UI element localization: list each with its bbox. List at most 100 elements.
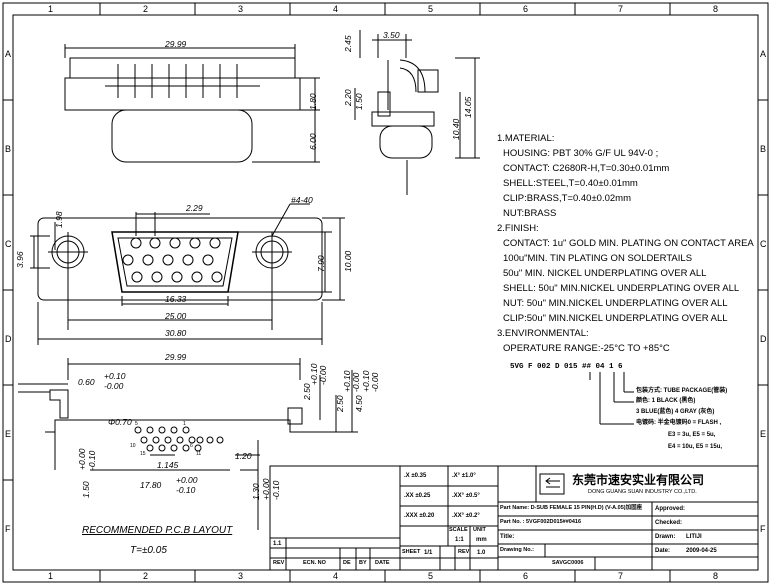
date-label: Date: [655, 548, 671, 554]
sheet-value: 1/1 [424, 550, 433, 556]
dim-pcb-left-tol-minus: -0.10 [87, 450, 97, 470]
col-label-7: 7 [618, 4, 624, 14]
scale-value: 1:1 [455, 537, 464, 543]
drawing-no-label: Drawing No.: [500, 547, 534, 553]
pcb-tolerance: T=±0.05 [130, 545, 167, 556]
pcb-layout-title: RECOMMENDED P.C.B LAYOUT [82, 525, 233, 536]
col-label-1: 1 [48, 4, 54, 14]
col-label-8: 8 [713, 4, 719, 14]
part-name: Part Name: D-SUB FEMALE 15 PIN(H.D) (V-A… [500, 505, 643, 511]
col-label-6-bottom: 6 [523, 571, 529, 581]
note-line: 1.MATERIAL: [497, 133, 555, 144]
note-line: 50u" MIN. NICKEL UNDERPLATING OVER ALL [503, 268, 707, 279]
note-line: CONTACT: C2680R-H,T=0.30±0.01mm [503, 163, 670, 174]
pin-num-10: 10 [130, 443, 136, 449]
dim-pcb-d2: 1.30 [251, 483, 261, 500]
checked-label: Checked: [655, 520, 683, 526]
row-label-c-right: C [760, 239, 767, 249]
dim-pcb-v1-tol-minus: -0.00 [318, 365, 328, 385]
company-logo [539, 473, 565, 495]
row-label-b: B [5, 144, 12, 154]
row-label-a: A [5, 49, 12, 59]
front-hole-callout: #4-40 [291, 195, 313, 205]
tol-1b: .X° ±1.0° [452, 473, 476, 479]
row-label-f-right: F [760, 524, 766, 534]
col-label-1-bottom: 1 [48, 571, 54, 581]
note-line: SHELL: 50u" MIN.NICKEL UNDERPLATING OVER… [503, 283, 740, 294]
col-label-2-bottom: 2 [143, 571, 149, 581]
dim-pcb-span: 17.80 [140, 480, 162, 490]
rev-header-ecn: ECN. NO [303, 560, 326, 566]
note-line: 100u"MIN. TIN PLATING ON SOLDERTAILS [503, 253, 693, 264]
row-label-e-right: E [760, 429, 767, 439]
dim-pcb-v3: 4.50 [354, 395, 364, 412]
dim-pcb-off1-tol-minus: -0.00 [104, 381, 124, 391]
col-label-5-bottom: 5 [428, 571, 434, 581]
dim-pcb-v3-tol-minus: -0.00 [370, 372, 380, 392]
dim-pcb-d1: 1.20 [235, 451, 252, 461]
dim-right-d6: 14.05 [463, 96, 473, 118]
tol-3: .XXX ±0.20 [404, 513, 435, 519]
row-label-b-right: B [760, 144, 767, 154]
rev-header-by: BY [359, 560, 367, 566]
dim-pcb-span-tol-minus: -0.10 [176, 485, 196, 495]
dim-pcb-left-tol-plus: +0.00 [77, 448, 87, 470]
dim-front-w1: 16.33 [165, 294, 187, 304]
front-view [30, 203, 345, 345]
dim-pcb-d2-tol-minus: -0.10 [271, 480, 281, 500]
dim-pcb-v2: 2.50 [335, 395, 345, 412]
rev-label: REV: [458, 549, 471, 555]
dim-front-h-inner: 7.90 [316, 255, 326, 272]
note-line: SHELL:STEEL,T=0.40±0.01mm [503, 178, 638, 189]
dim-pcb-width: 29.99 [165, 352, 187, 362]
pin-num-15: 15 [140, 451, 146, 457]
dim-side-width: 29.99 [165, 39, 187, 49]
tol-1: .X ±0.35 [404, 473, 427, 479]
col-label-8-bottom: 8 [713, 571, 719, 581]
col-label-3: 3 [238, 4, 244, 14]
rev-row-1: 1.1 [273, 541, 282, 547]
dim-pcb-off1-tol-plus: +0.10 [104, 371, 126, 381]
part-no: Part No. : 5VGF002D015##0416 [500, 519, 582, 525]
tol-2b: .XX° ±0.5° [452, 493, 480, 499]
company-name: 东莞市速安实业有限公司 [572, 473, 705, 487]
row-label-a-right: A [760, 49, 767, 59]
dim-front-h-outer: 10.00 [343, 250, 353, 272]
pcb-view [18, 358, 358, 530]
dim-pcb-v2-tol-minus: -0.00 [351, 372, 361, 392]
drawn-label: Drawn: [655, 534, 676, 540]
col-label-7-bottom: 7 [618, 571, 624, 581]
dim-side-h2: 6.00 [308, 133, 318, 150]
approved-label: Approved: [655, 506, 685, 512]
note-line: OPERATURE RANGE:-25°C TO +85°C [503, 343, 670, 354]
note-line: CLIP:50u" MIN.NICKEL UNDERPLATING OVER A… [503, 313, 728, 324]
dim-right-d3: 2.20 [343, 89, 353, 106]
unit-value: mm [476, 537, 487, 543]
dim-front-pitch: 2.29 [186, 203, 203, 213]
pin-num-11: 11 [196, 451, 202, 457]
dim-pcb-off1: 0.60 [78, 377, 95, 387]
note-line: NUT:BRASS [503, 208, 557, 219]
part-code-line3: 3 BLUE(蓝色) 4 GRAY (灰色) [636, 409, 715, 415]
side-view [64, 44, 320, 163]
dim-right-d5: 10.40 [451, 118, 461, 140]
tol-3b: .XX° ±0.2° [452, 513, 480, 519]
dim-front-w3: 30.80 [165, 328, 187, 338]
scale-label: SCALE [449, 527, 468, 533]
note-line: CONTACT: 1u" GOLD MIN. PLATING ON CONTAC… [503, 238, 754, 249]
unit-label: UNIT [473, 527, 486, 533]
col-label-2: 2 [143, 4, 149, 14]
dim-pcb-d2-tol-plus: +0.00 [261, 478, 271, 500]
dim-front-left2: 3.96 [15, 251, 25, 268]
rev-header-rev: REV [273, 560, 285, 566]
col-label-4: 4 [333, 4, 339, 14]
dim-pcb-pitch2: 1.145 [157, 460, 179, 470]
note-line: 2.FINISH: [497, 223, 539, 234]
dim-right-d2: 3.50 [383, 30, 400, 40]
dim-pcb-v1: 2.50 [302, 383, 312, 400]
note-line: HOUSING: PBT 30% G/F UL 94V-0 ; [503, 148, 659, 159]
drawing-no-value: SAVGC0006 [552, 560, 584, 566]
row-label-c: C [5, 239, 12, 249]
drawn-value: LITIJI [686, 534, 702, 540]
